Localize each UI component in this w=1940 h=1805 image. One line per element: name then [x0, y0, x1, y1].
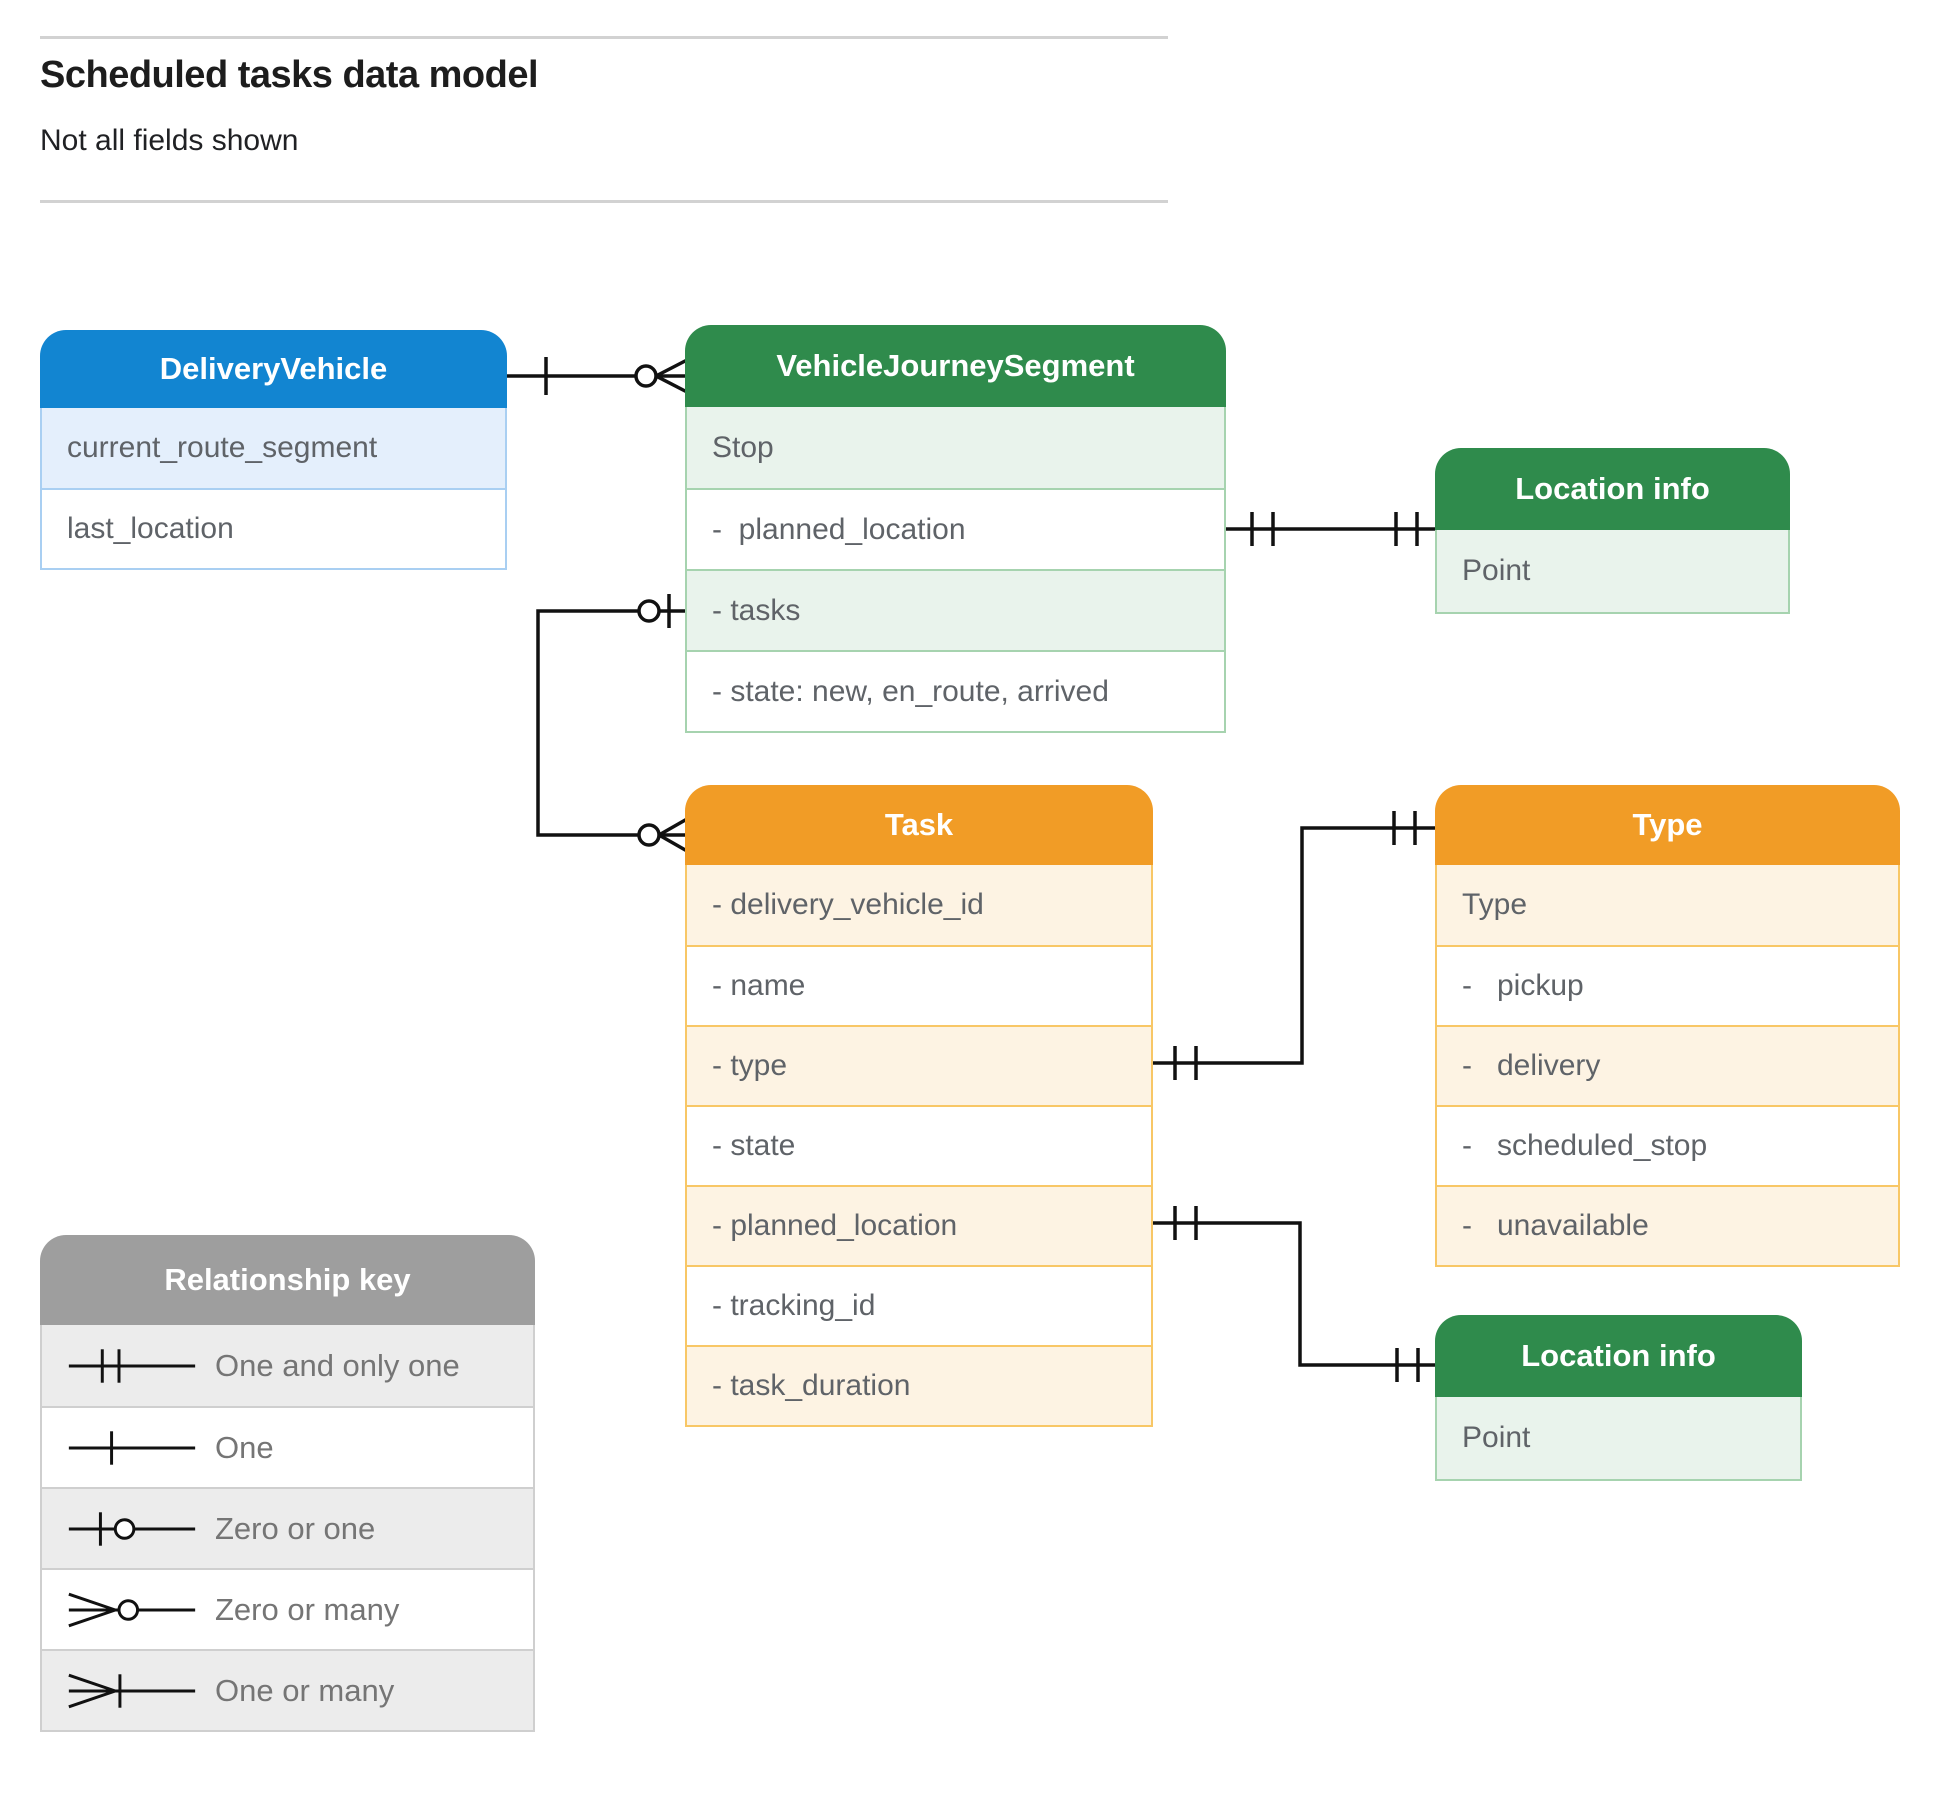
vehicle-journey-segment-table-header: VehicleJourneySegment	[685, 325, 1226, 407]
legend-label: Zero or many	[215, 1591, 400, 1627]
delivery-vehicle-table: DeliveryVehicle current_route_segment la…	[40, 330, 507, 570]
location-info-top-table-header: Location info	[1435, 448, 1790, 530]
type-table-header: Type	[1435, 785, 1900, 865]
task-table-header: Task	[685, 785, 1153, 865]
table-row: Stop	[687, 407, 1224, 488]
table-row: - tracking_id	[687, 1265, 1151, 1345]
table-row: - delivery_vehicle_id	[687, 865, 1151, 945]
table-row: Point	[1437, 1397, 1800, 1479]
legend-label: One and only one	[215, 1347, 460, 1383]
legend-row: One or many	[42, 1649, 533, 1730]
connector-plannedlocation-to-locationinfo-top	[1226, 512, 1436, 546]
table-row: - tasks	[687, 569, 1224, 650]
table-row: - task_duration	[687, 1345, 1151, 1425]
table-row: - unavailable	[1437, 1185, 1898, 1265]
relationship-key-header: Relationship key	[40, 1235, 535, 1325]
connector-type-to-type-table	[1153, 811, 1436, 1080]
legend-row: One	[42, 1406, 533, 1487]
legend-label: One or many	[215, 1672, 395, 1708]
one-icon	[67, 1350, 197, 1546]
page-title: Scheduled tasks data model	[40, 54, 539, 96]
top-divider	[40, 36, 1168, 39]
legend-label: Zero or one	[215, 1510, 376, 1546]
connector-plannedlocation-to-locationinfo-bottom	[1153, 1206, 1436, 1382]
table-row: - delivery	[1437, 1025, 1898, 1105]
type-table: Type Type - pickup - delivery - schedule…	[1435, 785, 1900, 1267]
connector-tasks-to-task	[536, 594, 688, 853]
table-row: current_route_segment	[42, 408, 505, 488]
table-row: - state: new, en_route, arrived	[687, 650, 1224, 731]
table-row: - pickup	[1437, 945, 1898, 1025]
table-row: last_location	[42, 488, 505, 568]
connector-deliveryvehicle-to-vehiclejourneysegment	[507, 357, 688, 395]
table-row: - name	[687, 945, 1151, 1025]
location-info-top-table: Location info Point	[1435, 448, 1790, 614]
table-row: Type	[1437, 865, 1898, 945]
table-row: Point	[1437, 530, 1788, 612]
legend-row: Zero or many	[42, 1568, 533, 1649]
location-info-bottom-table: Location info Point	[1435, 1315, 1802, 1481]
one-and-only-one-icon	[67, 1268, 197, 1464]
zero-or-one-icon	[67, 1431, 197, 1627]
relationship-key-legend: Relationship key One and only one	[40, 1235, 535, 1732]
page-subtitle: Not all fields shown	[40, 124, 299, 157]
one-or-many-icon	[67, 1593, 197, 1789]
table-row: - type	[687, 1025, 1151, 1105]
legend-label: One	[215, 1429, 274, 1465]
delivery-vehicle-table-header: DeliveryVehicle	[40, 330, 507, 408]
table-row: - planned_location	[687, 488, 1224, 569]
table-row: - scheduled_stop	[1437, 1105, 1898, 1185]
legend-row: One and only one	[42, 1325, 533, 1406]
table-row: - planned_location	[687, 1185, 1151, 1265]
task-table: Task - delivery_vehicle_id - name - type…	[685, 785, 1153, 1427]
location-info-bottom-table-header: Location info	[1435, 1315, 1802, 1397]
header-divider	[40, 200, 1168, 203]
vehicle-journey-segment-table: VehicleJourneySegment Stop - planned_loc…	[685, 325, 1226, 733]
legend-row: Zero or one	[42, 1487, 533, 1568]
zero-or-many-icon	[67, 1512, 197, 1708]
table-row: - state	[687, 1105, 1151, 1185]
